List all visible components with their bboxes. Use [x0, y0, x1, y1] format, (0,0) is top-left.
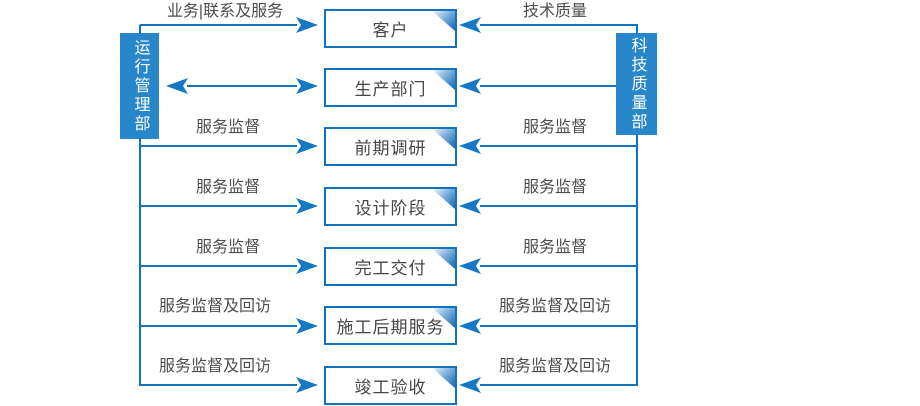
- arrow-left-icon: [459, 17, 481, 33]
- right-arrow-label: 技术质量: [522, 3, 587, 20]
- arrow-right-icon: [296, 377, 318, 393]
- arrow-left-icon: [459, 78, 481, 94]
- folded-corner-icon: [432, 249, 455, 269]
- arrow-left-icon: [459, 138, 481, 154]
- connector-line: [480, 24, 638, 26]
- arrow-left-icon: [166, 78, 188, 94]
- left-arrow-label: 服务监督及回访: [158, 358, 271, 375]
- process-box-label: 竣工验收: [354, 378, 427, 397]
- left-arrow-label: 服务监督: [195, 179, 260, 196]
- connector-line: [187, 85, 297, 87]
- left-top-connector-line: [139, 25, 141, 34]
- right-arrow-label: 服务监督: [522, 239, 587, 256]
- connector-line: [140, 205, 297, 207]
- folded-corner-icon: [432, 70, 455, 90]
- right-arrow-label: 服务监督: [522, 179, 587, 196]
- connector-line: [140, 325, 297, 327]
- connector-line: [480, 384, 638, 386]
- process-box-label: 施工后期服务: [336, 318, 445, 337]
- connector-line: [140, 384, 297, 386]
- arrow-right-icon: [296, 17, 318, 33]
- left-arrow-label: 服务监督: [195, 239, 260, 256]
- arrow-left-icon: [459, 198, 481, 214]
- left-department-box: 运行管理部: [120, 33, 159, 139]
- process-box-design: 设计阶段: [324, 187, 457, 226]
- right-trunk-line: [636, 134, 638, 386]
- process-box-label: 设计阶段: [354, 199, 427, 218]
- arrow-left-icon: [459, 258, 481, 274]
- connector-line: [140, 24, 297, 26]
- left-trunk-line: [139, 138, 141, 386]
- folded-corner-icon: [432, 11, 455, 31]
- connector-line: [480, 265, 638, 267]
- arrow-right-icon: [296, 78, 318, 94]
- right-department-box: 科技质量部: [616, 33, 657, 135]
- arrow-right-icon: [296, 258, 318, 274]
- arrow-right-icon: [296, 198, 318, 214]
- folded-corner-icon: [432, 189, 455, 209]
- process-box-customer: 客户: [324, 9, 457, 48]
- arrow-right-icon: [296, 318, 318, 334]
- process-box-acceptance: 竣工验收: [324, 366, 457, 405]
- right-top-connector-line: [636, 25, 638, 34]
- connector-line: [480, 205, 638, 207]
- right-arrow-label: 服务监督: [522, 119, 587, 136]
- left-arrow-label: 服务监督: [195, 119, 260, 136]
- arrow-left-icon: [459, 377, 481, 393]
- connector-line: [480, 145, 638, 147]
- process-box-postconstruction: 施工后期服务: [324, 306, 457, 345]
- arrow-left-icon: [459, 318, 481, 334]
- folded-corner-icon: [432, 368, 455, 388]
- connector-line: [480, 85, 616, 87]
- process-box-delivery: 完工交付: [324, 247, 457, 286]
- connector-line: [480, 325, 638, 327]
- process-box-label: 客户: [372, 21, 409, 40]
- process-box-production: 生产部门: [324, 68, 457, 107]
- left-arrow-label: 业务|联系及服务: [166, 3, 284, 20]
- process-box-label: 生产部门: [354, 80, 427, 99]
- process-box-research: 前期调研: [324, 127, 457, 166]
- connector-line: [140, 145, 297, 147]
- connector-line: [140, 265, 297, 267]
- right-arrow-label: 服务监督及回访: [498, 298, 611, 315]
- left-arrow-label: 服务监督及回访: [158, 298, 271, 315]
- folded-corner-icon: [432, 129, 455, 149]
- process-box-label: 完工交付: [354, 259, 427, 278]
- right-arrow-label: 服务监督及回访: [498, 358, 611, 375]
- arrow-right-icon: [296, 138, 318, 154]
- process-box-label: 前期调研: [354, 139, 427, 158]
